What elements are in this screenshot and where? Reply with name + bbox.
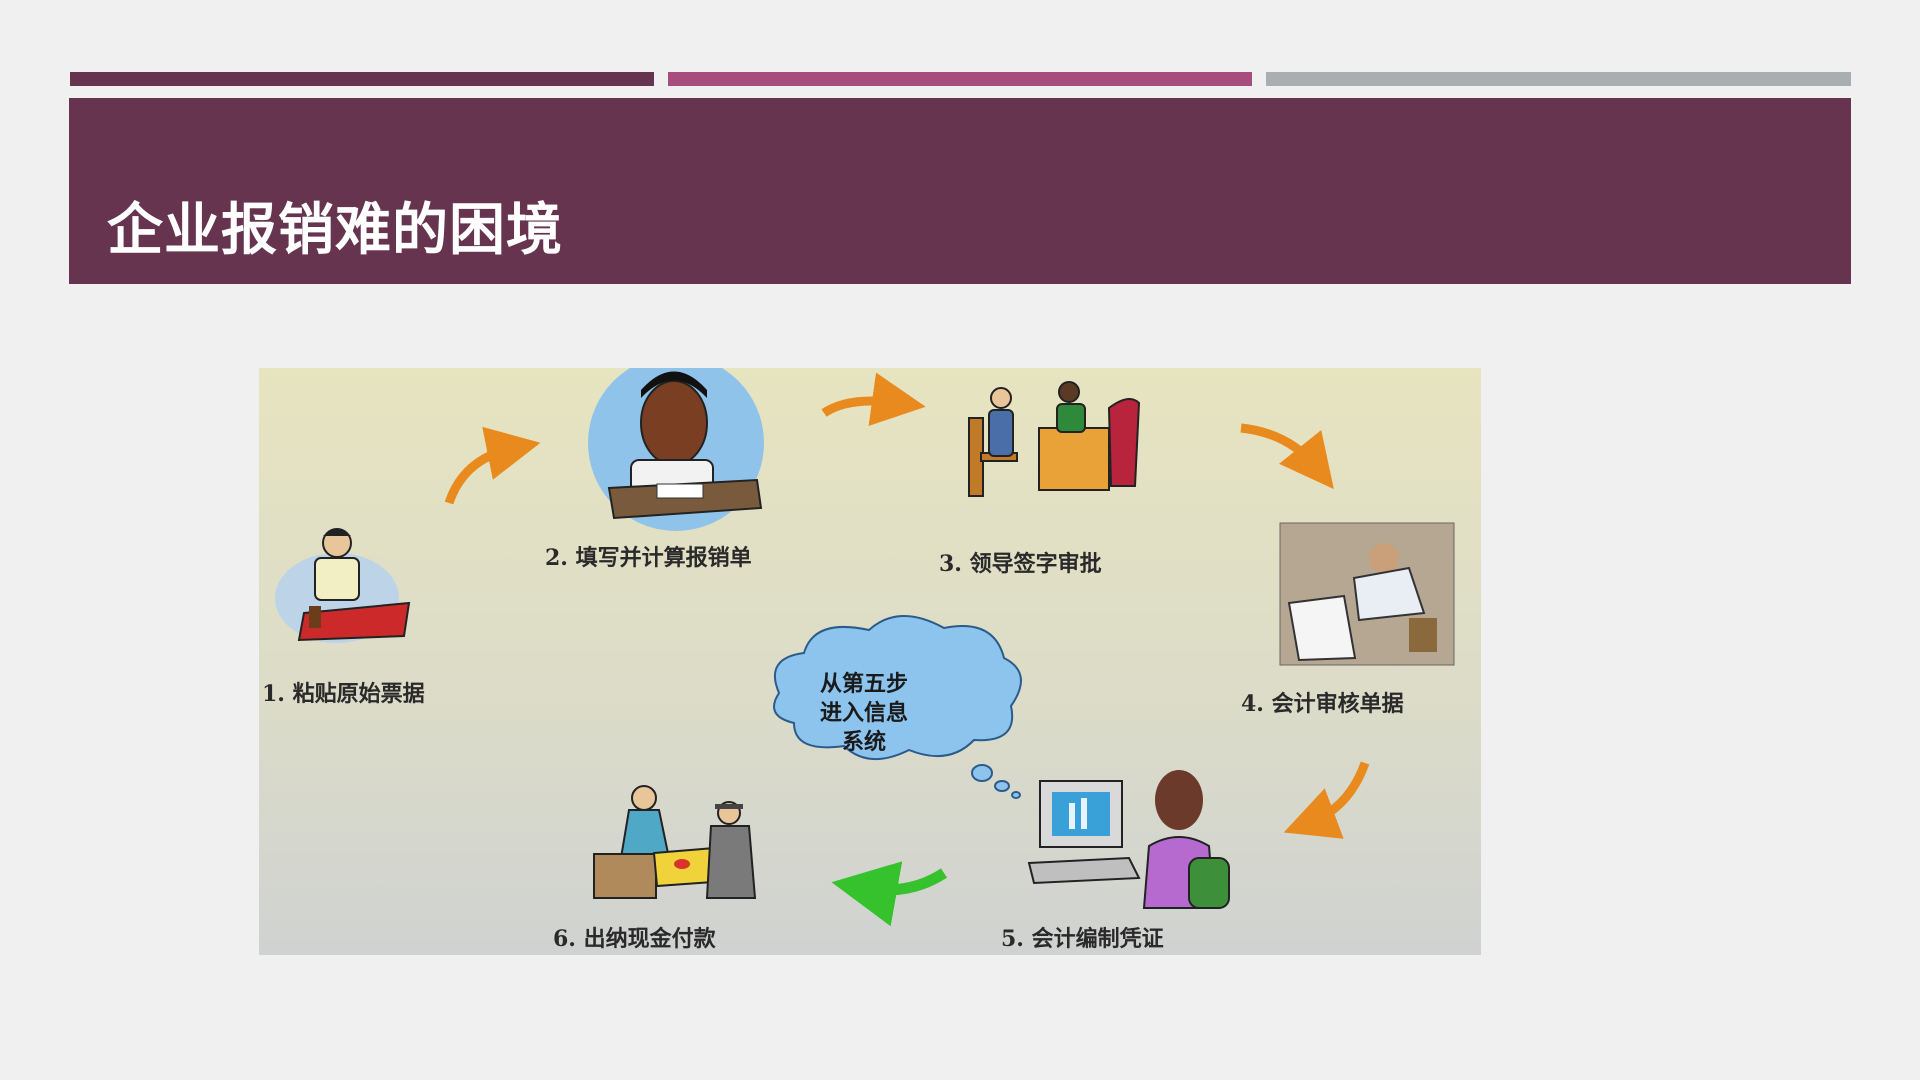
accent-bar-magenta bbox=[668, 72, 1252, 86]
accountant-computer-icon bbox=[1027, 770, 1230, 909]
callout-line-2: 进入信息 bbox=[819, 700, 908, 726]
cashier-payment-icon bbox=[593, 785, 757, 899]
person-filling-form-icon bbox=[588, 368, 764, 531]
callout-line-1: 从第五步 bbox=[819, 671, 908, 697]
reimbursement-process-diagram: 1. 粘贴原始票据 2. 填写并计算报销单 3. 领导签字审批 4. 会计审核单… bbox=[259, 368, 1481, 955]
arrow-icon bbox=[444, 426, 541, 505]
person-pasting-receipts-icon bbox=[275, 528, 411, 643]
step-4-label: 4. 会计审核单据 bbox=[1241, 691, 1404, 717]
step-6-label: 6. 出纳现金付款 bbox=[553, 926, 716, 952]
accent-bar-dark bbox=[70, 72, 654, 86]
step-1-label: 1. 粘贴原始票据 bbox=[262, 681, 425, 707]
arrow-icon bbox=[821, 372, 926, 427]
step-5-label: 5. 会计编制凭证 bbox=[1001, 926, 1164, 952]
step-2-label: 2. 填写并计算报销单 bbox=[545, 545, 752, 571]
arrow-icon bbox=[831, 861, 948, 927]
arrow-icon bbox=[1240, 423, 1334, 490]
manager-approval-icon bbox=[968, 381, 1141, 497]
step-3-label: 3. 领导签字审批 bbox=[939, 551, 1102, 577]
accent-bar-gray bbox=[1266, 72, 1851, 86]
diagram-art bbox=[275, 368, 1455, 927]
callout-text: 从第五步 进入信息 系统 bbox=[789, 670, 939, 757]
accountant-reviewing-icon bbox=[1279, 522, 1455, 666]
title-banner: 企业报销难的困境 bbox=[69, 98, 1851, 284]
thought-cloud-icon bbox=[773, 615, 1022, 799]
callout-line-3: 系统 bbox=[841, 729, 886, 755]
page-title: 企业报销难的困境 bbox=[107, 197, 563, 263]
arrow-icon bbox=[1283, 761, 1370, 839]
